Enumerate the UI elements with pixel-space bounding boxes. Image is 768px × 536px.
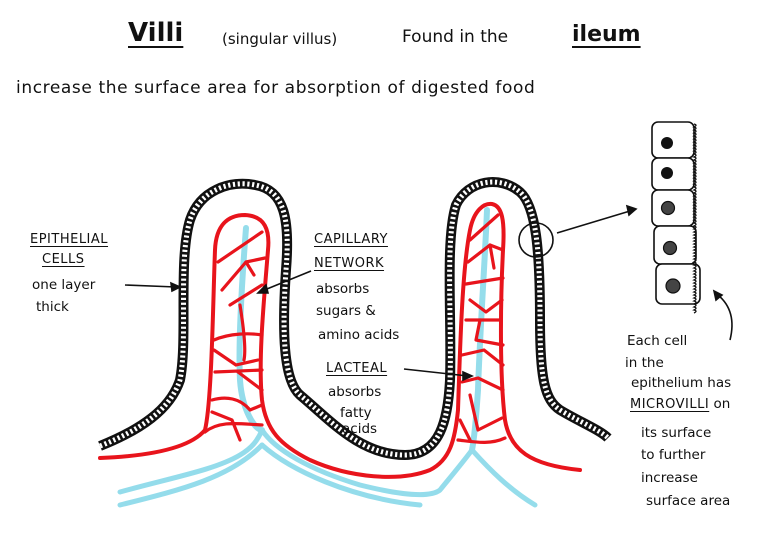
label-epithelial-line-2: thick [36,299,69,315]
note-microvilli-line-2: in the [625,355,664,371]
note-microvilli-line-3: epithelium has [631,375,732,391]
label-epithelial-heading-1: EPITHELIAL [30,232,109,247]
label-lacteal-line-3: acids [342,421,378,437]
microvilli-heading: MICROVILLI [630,397,710,412]
magnified-epithelial-cells [651,121,701,314]
note-microvilli-line-1: Each cell [627,333,688,349]
capillary-network [98,201,582,479]
note-microvilli-line-5: its surface [641,425,712,441]
label-capillary-heading-2: NETWORK [314,256,385,271]
note-microvilli-line-8: surface area [646,493,731,509]
title-villi: Villi [128,18,184,48]
label-epithelial-line-1: one layer [32,277,96,293]
label-lacteal-heading: LACTEAL [326,361,388,376]
label-capillary-line-3: amino acids [318,327,400,343]
label-epithelial-heading-2: CELLS [42,252,85,267]
label-arrows [124,204,733,382]
note-microvilli-line-4: MICROVILLI on [630,396,730,412]
subtitle: increase the surface area for absorption… [16,78,536,98]
label-capillary-line-1: absorbs [316,281,370,297]
note-microvilli-line-7: increase [641,470,698,486]
label-lacteal-line-2: fatty [340,405,372,421]
title-found-in: Found in the [402,27,509,47]
microvilli-on: on [713,396,731,412]
label-capillary-heading-1: CAPILLARY [314,232,388,247]
label-lacteal-line-1: absorbs [328,384,382,400]
label-capillary-line-2: sugars & [316,303,376,319]
note-microvilli-line-6: to further [641,447,706,463]
title-ileum: ileum [572,22,641,47]
epithelium-outline [98,177,612,461]
magnifier-circle [518,222,554,258]
title-aside: (singular villus) [222,30,338,48]
